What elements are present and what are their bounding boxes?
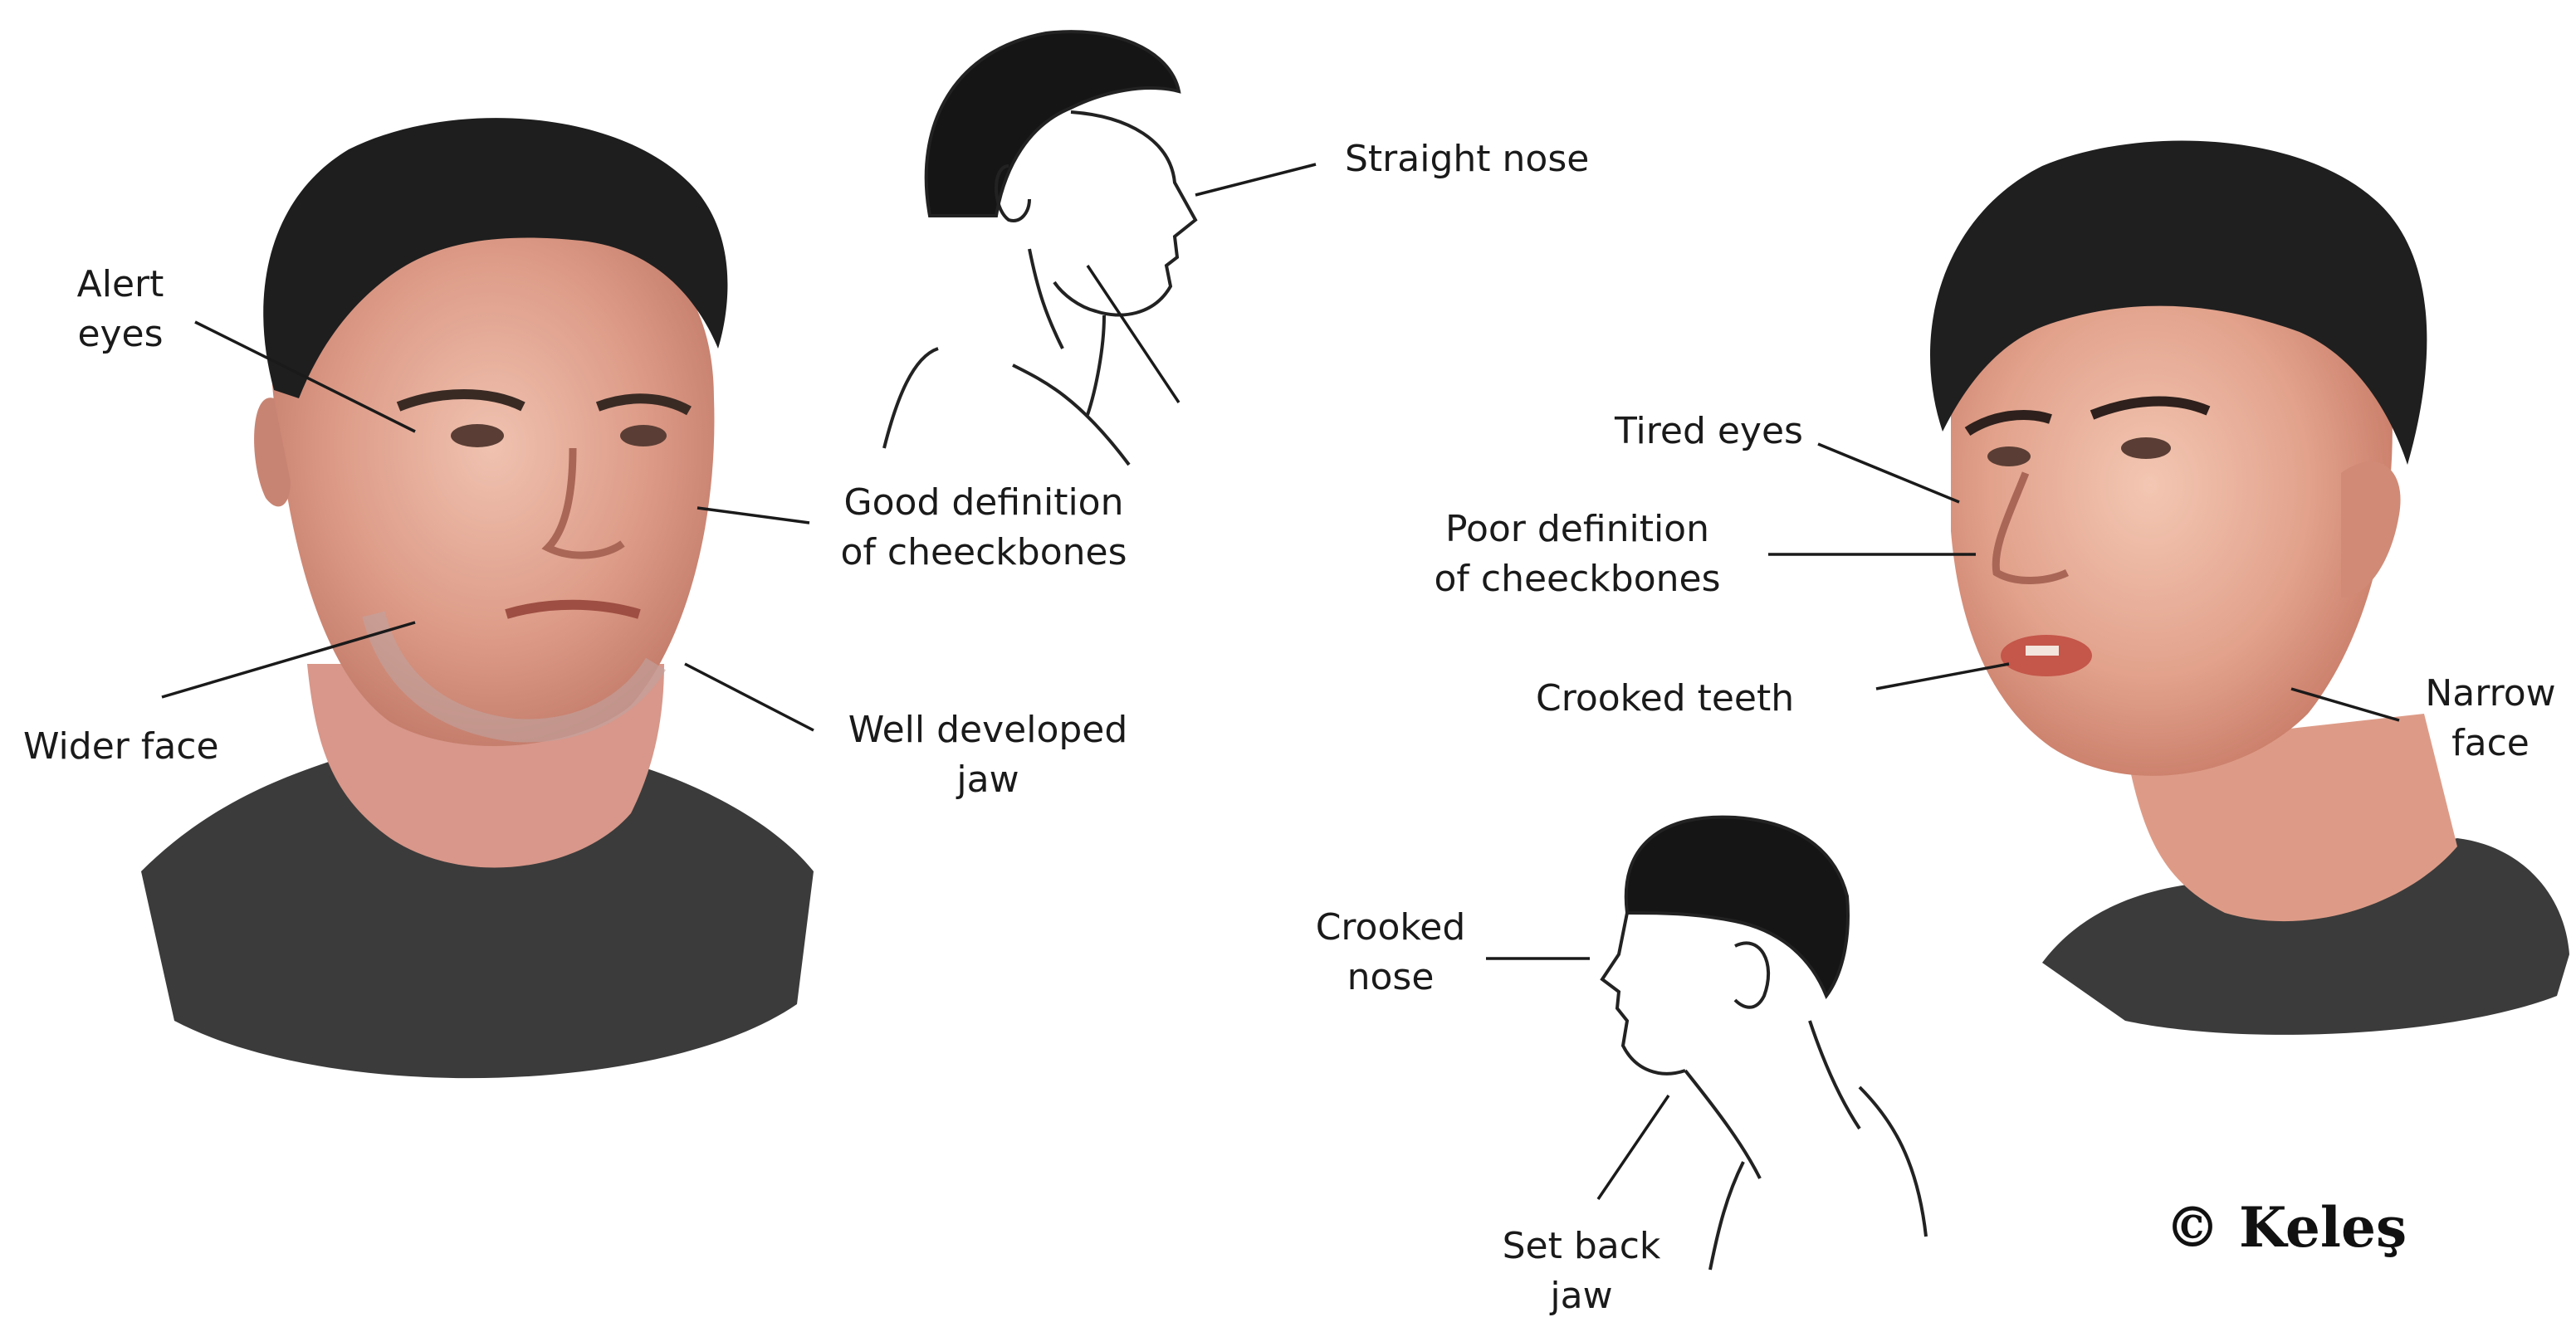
leader-straight-nose [1195, 163, 1317, 197]
left-painted-portrait [141, 118, 814, 1079]
right-painted-portrait [1930, 140, 2569, 1035]
top-sketch-neck [1028, 248, 1106, 416]
top-sketch-ear [995, 164, 1031, 222]
leader-wider-face [161, 621, 416, 699]
top-sketch-shoulder [882, 347, 1131, 466]
right-eye-r [2121, 437, 2171, 459]
bottom-sketch-shoulder [1708, 1085, 1928, 1271]
label-well-jaw: Well developed jaw [848, 709, 1128, 801]
bottom-profile-sketch [1600, 815, 1928, 1271]
bottom-sketch-ear [1733, 941, 1770, 1009]
label-poor-cheekbones: Poor definition of cheeckbones [1434, 508, 1721, 600]
leader-well-jaw [684, 662, 814, 732]
bottom-sketch-hair [1624, 815, 1850, 1000]
right-nose [1992, 471, 2070, 584]
label-alert-eyes: Alert eyes [76, 263, 164, 355]
label-crooked-nose: Crooked nose [1315, 906, 1466, 998]
left-brow-r [595, 393, 692, 416]
left-eye-r [620, 425, 667, 446]
leader-lines [161, 163, 2400, 1200]
leader-set-back-jaw [1596, 1095, 1670, 1200]
label-straight-nose: Straight nose [1345, 138, 1590, 180]
left-brow-l [396, 389, 525, 412]
right-eye-l [1987, 446, 2031, 466]
label-tired-eyes: Tired eyes [1615, 410, 1803, 452]
label-crooked-teeth: Crooked teeth [1536, 677, 1795, 720]
right-teeth [2026, 646, 2059, 656]
right-brow-r [2090, 396, 2211, 420]
left-ear [254, 398, 291, 507]
label-wider-face: Wider face [23, 725, 219, 768]
top-profile-sketch [882, 30, 1198, 466]
right-hair [1930, 140, 2427, 466]
leader-narrow-face [2290, 687, 2400, 722]
left-hair [263, 118, 728, 398]
left-mouth [505, 599, 641, 619]
label-narrow-face: Narrow face [2425, 672, 2556, 764]
leader-good-cheekbones [697, 506, 810, 524]
label-set-back-jaw: Set back jaw [1502, 1225, 1661, 1317]
leader-top-jaw [1086, 265, 1180, 403]
copyright-signature: © Keleş [2165, 1195, 2407, 1260]
bottom-sketch-neck [1684, 1020, 1861, 1179]
leader-tired-eyes [1817, 442, 1960, 504]
top-sketch-face [1053, 110, 1198, 317]
right-ear [2341, 461, 2401, 598]
left-jaw-shadow [362, 611, 667, 743]
left-nose [541, 447, 625, 559]
left-eye-l [451, 424, 504, 447]
right-brow-l [1964, 410, 2052, 437]
top-sketch-hair [924, 30, 1181, 217]
leader-crooked-teeth [1875, 662, 2010, 690]
left-shirt [141, 755, 814, 1079]
label-good-cheekbones: Good definition of cheeckbones [840, 481, 1127, 573]
leader-alert-eyes [194, 320, 416, 433]
bottom-sketch-face [1600, 912, 1686, 1076]
right-shirt [2042, 838, 2569, 1035]
